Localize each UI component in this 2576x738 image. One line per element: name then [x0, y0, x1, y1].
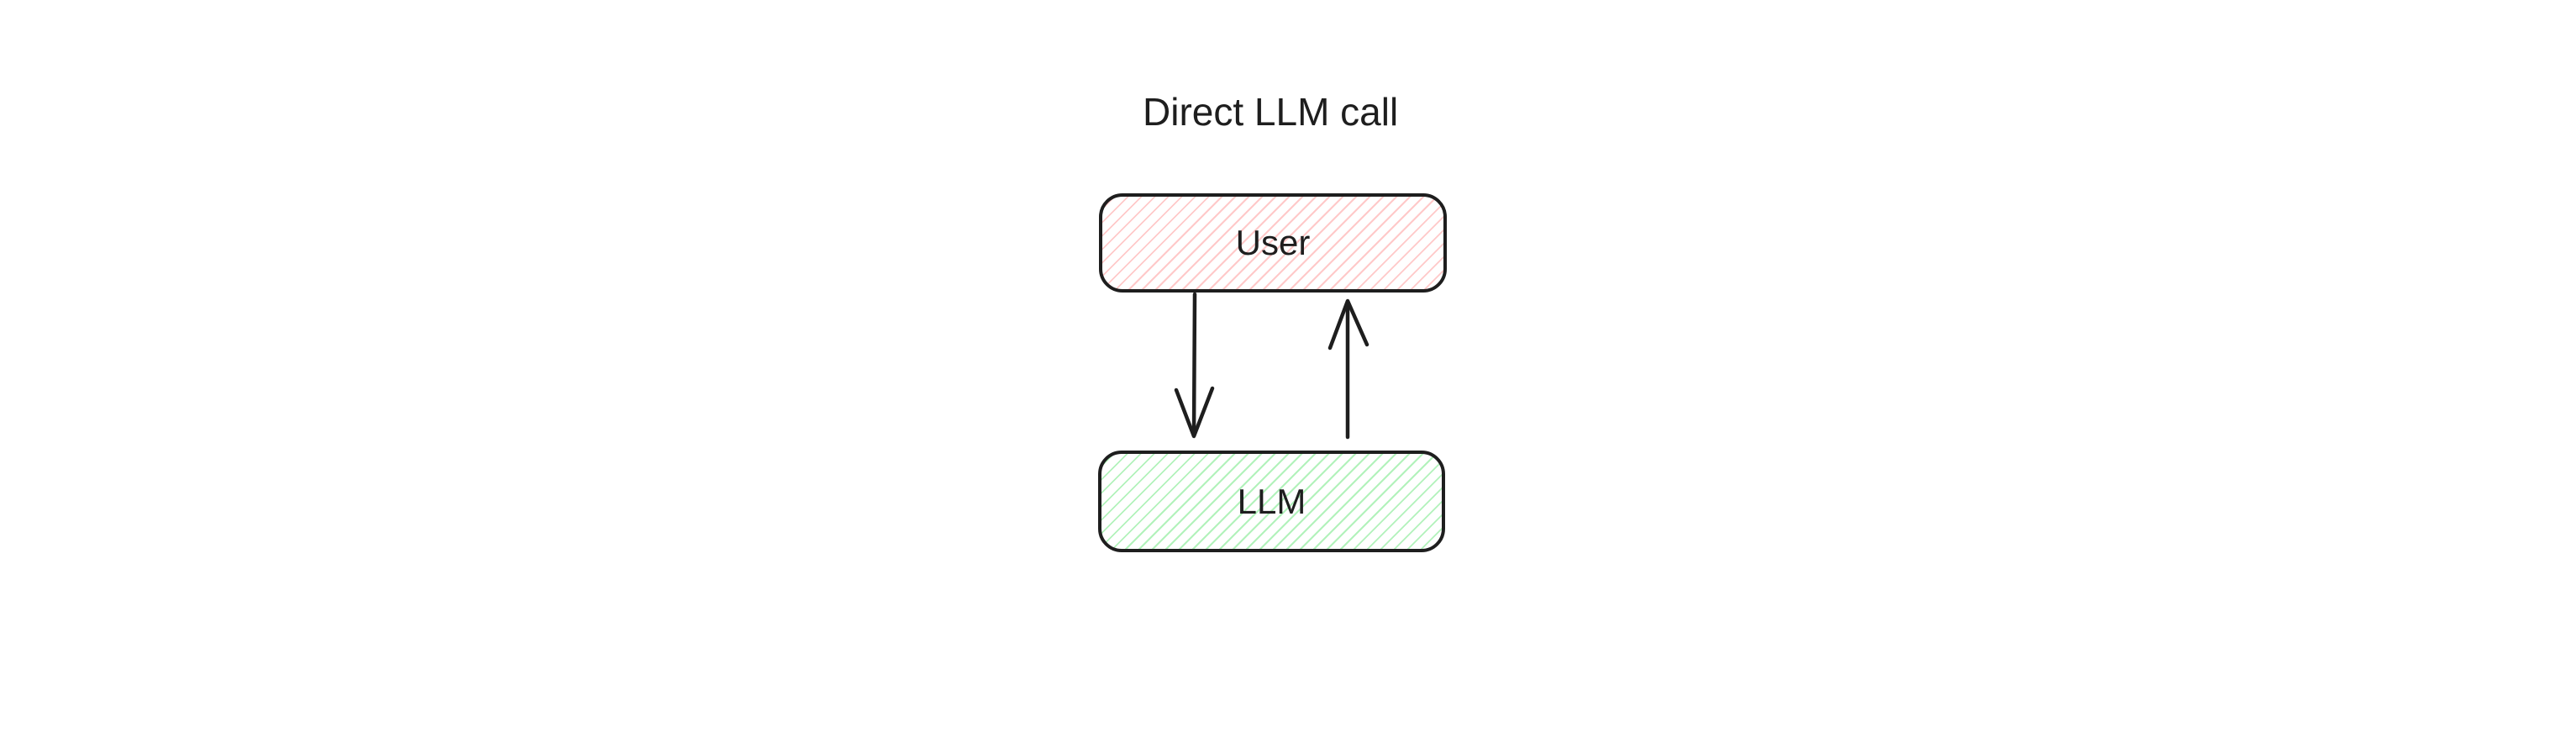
node-llm-label: LLM	[1237, 481, 1306, 521]
node-user: User	[1099, 193, 1447, 293]
arrow-user-to-llm-shaft	[1191, 292, 1197, 437]
diagram-title: Direct LLM call	[1143, 90, 1399, 134]
node-llm: LLM	[1098, 451, 1445, 552]
arrow-up-head-icon	[1327, 298, 1369, 351]
arrow-user-to-llm	[1174, 292, 1215, 439]
node-user-label: User	[1235, 223, 1311, 262]
arrow-llm-to-user	[1327, 298, 1369, 440]
arrow-down-head-icon	[1174, 386, 1215, 439]
